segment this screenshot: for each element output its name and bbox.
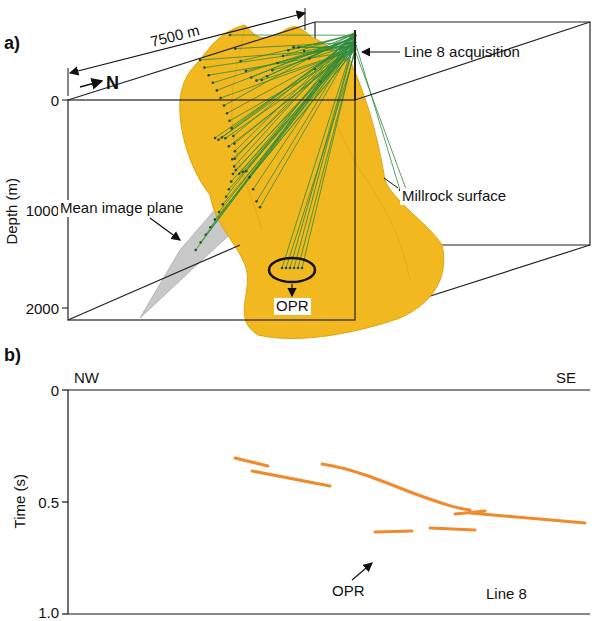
figure-label: 0 [51,383,59,400]
leader [352,563,372,580]
leader [362,51,400,52]
leader [384,178,398,188]
figure-label: a) [4,34,20,54]
figure-label: 1.0 [38,605,59,621]
figure-label: Depth (m) [4,178,21,245]
figure-label: b) [4,346,21,366]
section-axes [62,390,590,614]
figure-label: 0.5 [38,495,59,512]
figure-label: 0 [51,93,59,110]
dimension-arrow [70,13,305,73]
opr-circle [269,258,315,282]
millrock-surface [180,25,444,339]
figure-label: Line 8 [486,586,527,603]
ray-paths [194,32,411,269]
figure-label: Mean image plane [58,200,185,217]
figure-label: NW [74,370,99,387]
figure-label: OPR [330,583,367,600]
north-arrow [80,81,102,87]
box-frame [68,22,590,320]
figure-label: OPR [274,298,311,315]
figure-label: SE [556,370,576,387]
figure-label: N [106,74,119,94]
figure-label: Millrock surface [400,188,508,205]
figure-label: Line 8 acquisition [404,44,520,61]
figure-label: Time (s) [12,474,29,528]
leader [150,218,180,240]
acquisition-line [354,30,356,100]
reflectors [235,458,585,532]
figure-label: 2000 [26,301,59,318]
figure-label: 1000 [26,203,59,220]
